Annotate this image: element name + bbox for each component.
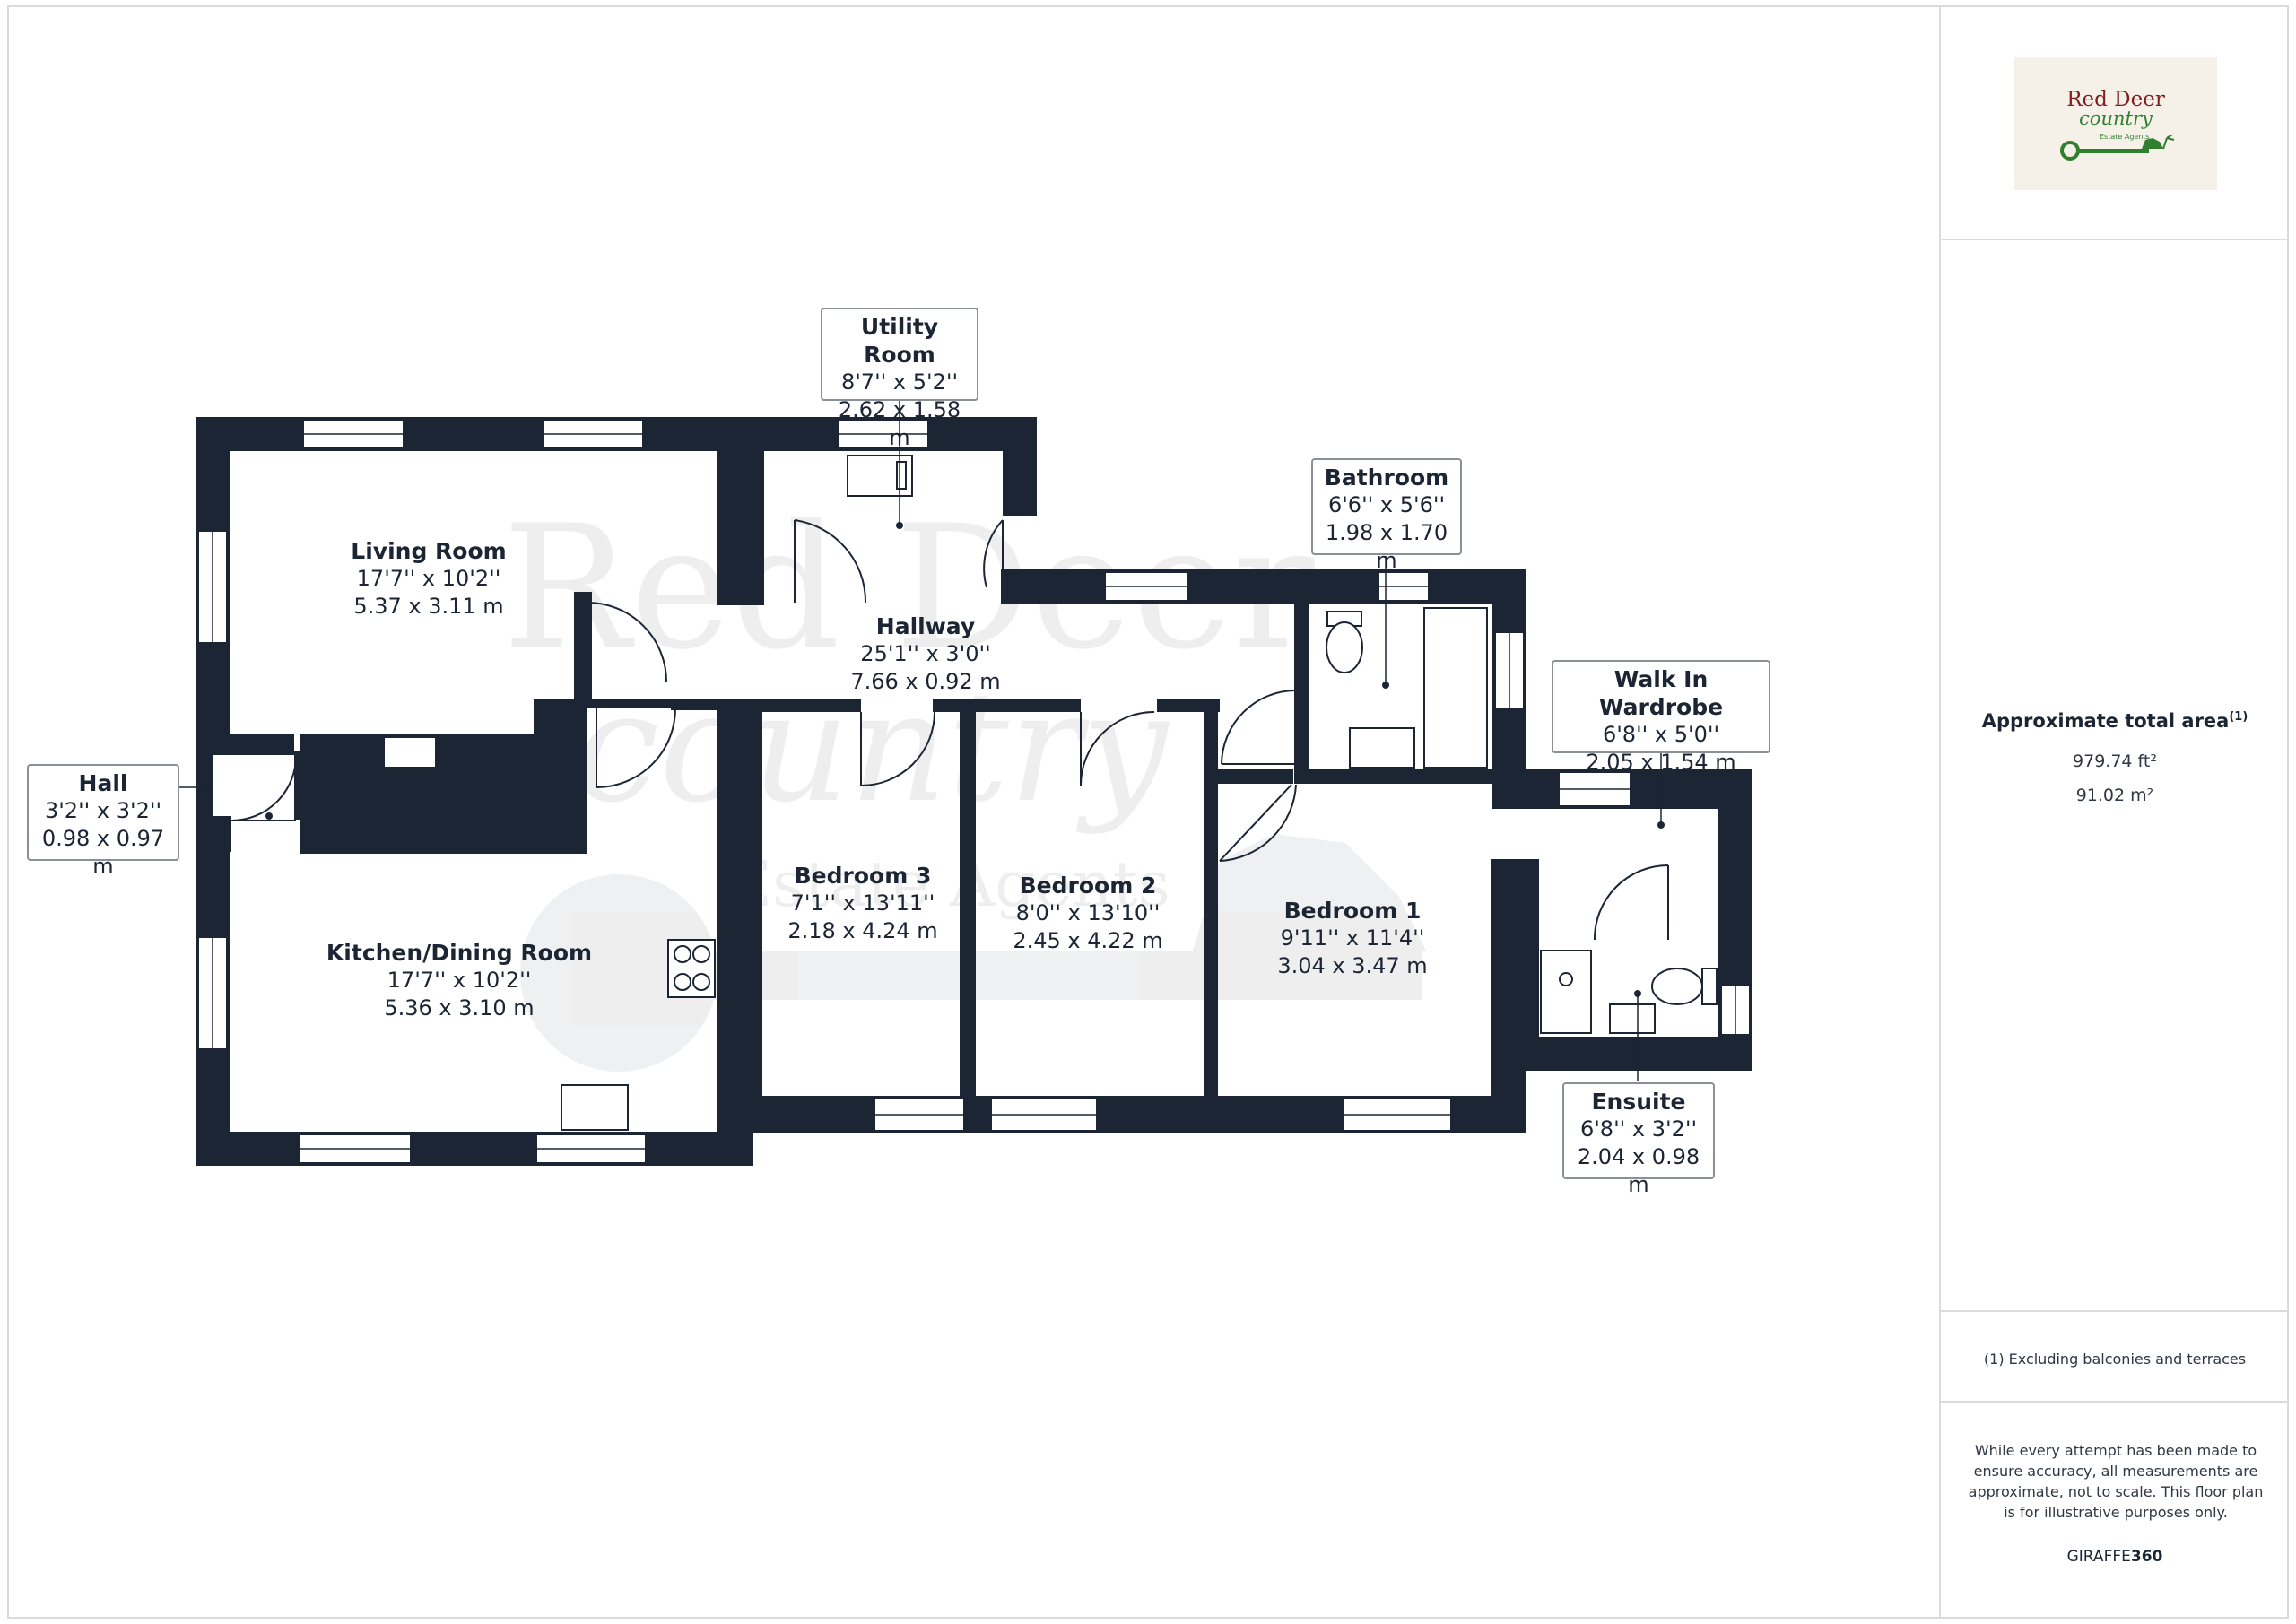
room-label-bedroom-3: Bedroom 3 7'1'' x 13'11'' 2.18 x 4.24 m [701, 862, 1024, 945]
callout-bathroom: Bathroom 6'6'' x 5'6'' 1.98 x 1.70 m [1311, 458, 1462, 573]
room-name: Bathroom [1324, 465, 1449, 491]
basin-fixture [1349, 727, 1415, 769]
room-label-bedroom-1: Bedroom 1 9'11'' x 11'4'' 3.04 x 3.47 m [1191, 897, 1514, 980]
room-dimensions-metric: 5.36 x 3.10 m [384, 995, 535, 1020]
room-dimensions-imperial: 8'0'' x 13'10'' [1015, 900, 1161, 925]
room-name: Utility Room [860, 314, 939, 368]
room-dimensions-imperial: 3'2'' x 3'2'' [44, 798, 162, 823]
logo-text-country: country [2079, 108, 2152, 129]
room-dimensions-metric: 2.05 x 1.54 m [1586, 750, 1736, 775]
room-label-hallway: Hallway 25'1'' x 3'0'' 7.66 x 0.92 m [764, 612, 1087, 696]
floor-plan [179, 395, 1752, 1166]
room-name: Walk In Wardrobe [1598, 666, 1724, 720]
giraffe360-brand: GIRAFFE360 [1941, 1548, 2289, 1566]
total-area-title: Approximate total area [1981, 710, 2230, 732]
callout-hall: Hall 3'2'' x 3'2'' 0.98 x 0.97 m [27, 764, 179, 879]
room-label-living-room: Living Room 17'7'' x 10'2'' 5.37 x 3.11 … [267, 537, 590, 621]
room-dimensions-metric: 2.45 x 4.22 m [1013, 928, 1163, 953]
info-sidebar: Red Deer country Estate Agents Approxima… [1939, 5, 2289, 1619]
sidebar-divider-bottom [1941, 1401, 2289, 1403]
room-label-bedroom-2: Bedroom 2 8'0'' x 13'10'' 2.45 x 4.22 m [926, 872, 1249, 955]
total-area-sqft: 979.74 ft² [2073, 751, 2157, 771]
room-dimensions-imperial: 8'7'' x 5'2'' [840, 369, 959, 395]
plan-markers [179, 395, 1665, 1081]
room-dimensions-metric: 0.98 x 0.97 m [41, 826, 165, 879]
page-frame [7, 5, 2289, 1619]
brand-text: GIRAFFE [2066, 1548, 2131, 1566]
room-dimensions-metric: 2.04 x 0.98 m [1577, 1144, 1700, 1197]
fireplace-fixture [383, 736, 437, 769]
watermark-country: country [574, 659, 1169, 837]
room-name: Living Room [351, 538, 507, 564]
kitchen-sink-fixture [561, 1084, 629, 1131]
shower-fixture [1540, 950, 1592, 1034]
room-label-kitchen: Kitchen/Dining Room 17'7'' x 10'2'' 5.36… [298, 939, 621, 1022]
ensuite-basin-fixture [1609, 1003, 1656, 1034]
room-name: Bedroom 1 [1283, 898, 1422, 924]
room-dimensions-imperial: 6'6'' x 5'6'' [1327, 492, 1446, 517]
disclaimer-text: While every attempt has been made to ens… [1968, 1442, 2264, 1521]
watermark-key-graphic [520, 834, 1426, 1072]
walls [196, 417, 1752, 1166]
total-area-footnote-mark: (1) [2229, 710, 2248, 724]
room-name: Hall [78, 770, 128, 796]
room-dimensions-imperial: 9'11'' x 11'4'' [1280, 925, 1425, 951]
callout-walk-in-wardrobe: Walk In Wardrobe 6'8'' x 5'0'' 2.05 x 1.… [1552, 660, 1770, 775]
room-dimensions-imperial: 7'1'' x 13'11'' [790, 890, 935, 916]
room-dimensions-metric: 1.98 x 1.70 m [1325, 520, 1448, 573]
key-logo-icon [2060, 135, 2175, 161]
room-dimensions-metric: 5.37 x 3.11 m [353, 594, 504, 619]
room-dimensions-metric: 7.66 x 0.92 m [850, 669, 1001, 694]
bath-fixture [1423, 607, 1488, 769]
doors [230, 519, 1669, 941]
logo-text-estate-agents: Estate Agents [2100, 133, 2150, 141]
logo-text-red-deer: Red Deer [2066, 88, 2165, 111]
sidebar-divider-top [1941, 239, 2289, 240]
room-dimensions-imperial: 6'8'' x 3'2'' [1579, 1116, 1698, 1142]
room-dimensions-imperial: 17'7'' x 10'2'' [387, 968, 532, 993]
windows [197, 419, 1751, 1164]
room-name: Kitchen/Dining Room [326, 940, 593, 966]
room-name: Hallway [875, 613, 976, 639]
room-dimensions-metric: 3.04 x 3.47 m [1277, 953, 1428, 978]
brand-text-bold: 360 [2130, 1548, 2163, 1566]
fixtures [383, 455, 1718, 1131]
total-area-sqm: 91.02 m² [2075, 786, 2154, 805]
callout-utility-room: Utility Room 8'7'' x 5'2'' 2.62 x 1.58 m [821, 308, 978, 450]
room-dimensions-imperial: 17'7'' x 10'2'' [356, 566, 501, 591]
agent-logo: Red Deer country Estate Agents [2014, 57, 2217, 190]
total-area-heading: Approximate total area(1) [1941, 710, 2289, 732]
sidebar-divider-middle [1941, 1310, 2289, 1312]
room-dimensions-metric: 2.62 x 1.58 m [838, 397, 961, 450]
room-dimensions-imperial: 25'1'' x 3'0'' [860, 641, 991, 666]
room-name: Bedroom 2 [1019, 873, 1157, 899]
room-dimensions-metric: 2.18 x 4.24 m [787, 918, 938, 943]
room-name: Ensuite [1591, 1089, 1686, 1115]
callout-ensuite: Ensuite 6'8'' x 3'2'' 2.04 x 0.98 m [1562, 1082, 1715, 1197]
room-name: Bedroom 3 [794, 863, 932, 889]
area-footnote: (1) Excluding balconies and terraces [1983, 1350, 2247, 1368]
ensuite-toilet-fixture [1701, 968, 1718, 1005]
watermark-estate-agents: Estate Agents [726, 847, 1170, 921]
room-dimensions-imperial: 6'8'' x 5'0'' [1602, 722, 1720, 747]
